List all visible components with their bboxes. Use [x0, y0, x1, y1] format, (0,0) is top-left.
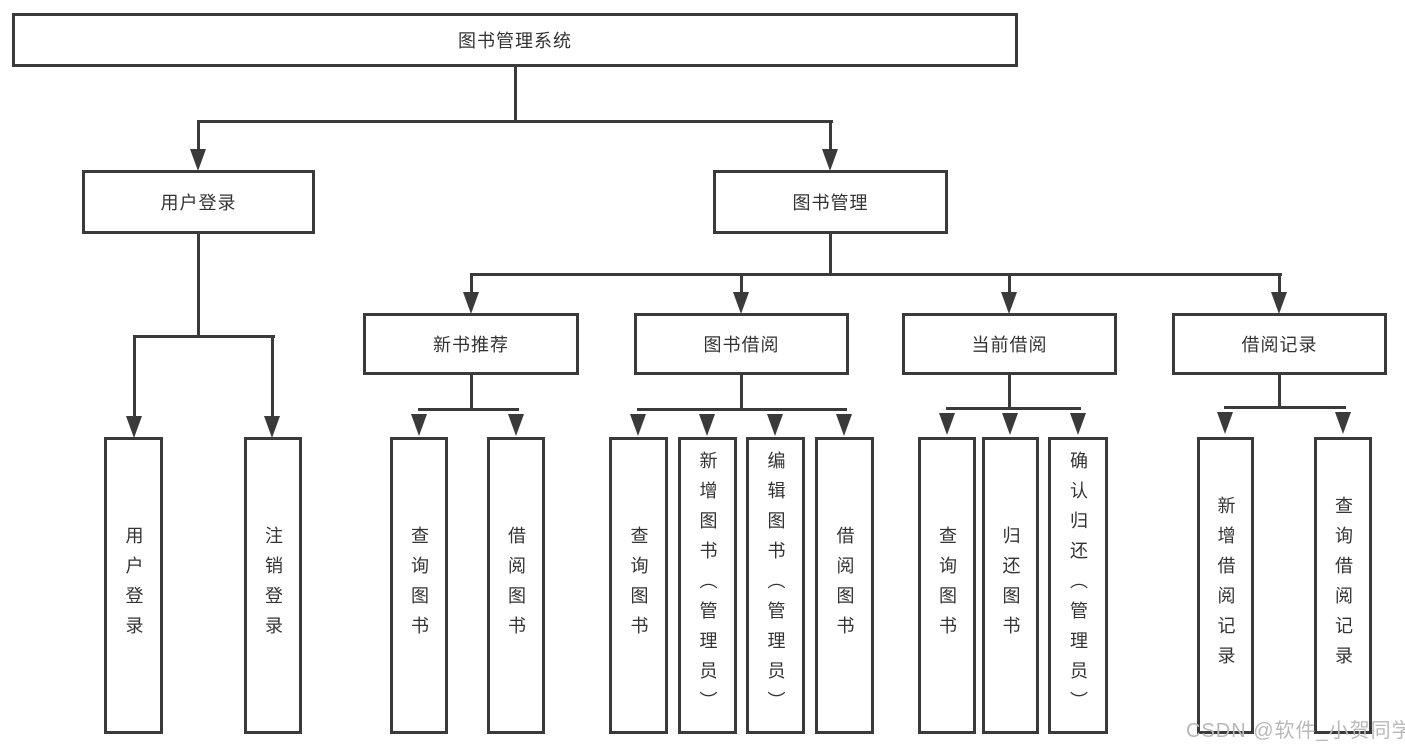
leaf-label: 查询借阅记录 — [1333, 495, 1353, 676]
arrowhead-icon — [1335, 412, 1351, 434]
csdn-watermark: CSDN @软件_小贺同学 — [1186, 720, 1405, 742]
edge-line — [1008, 273, 1011, 295]
edge-line — [1224, 406, 1346, 409]
edge-line — [470, 375, 473, 411]
node-new-book-recommend: 新书推荐 — [363, 313, 579, 375]
leaf-label: 新增借阅记录 — [1215, 495, 1236, 676]
leaf-edit-book-admin: 编辑图书（管理员） — [746, 437, 805, 734]
edge-line — [133, 335, 275, 338]
arrowhead-icon — [836, 414, 852, 436]
leaf-query-book-3: 查询图书 — [918, 437, 976, 734]
node-book-management: 图书管理 — [713, 170, 948, 234]
node-label: 借阅记录 — [1241, 335, 1318, 355]
edge-line — [1278, 375, 1281, 409]
edge-line — [470, 273, 1282, 276]
leaf-add-book-admin: 新增图书（管理员） — [678, 437, 737, 734]
edge-line — [271, 335, 274, 419]
edge-line — [829, 234, 832, 276]
edge-line — [740, 273, 743, 295]
arrowhead-icon — [264, 416, 280, 438]
arrowhead-icon — [1217, 412, 1233, 434]
arrowhead-icon — [1002, 413, 1018, 435]
arrowhead-icon — [733, 292, 749, 314]
leaf-label: 借阅图书 — [834, 525, 855, 646]
edge-line — [470, 273, 473, 295]
edge-line — [197, 120, 833, 123]
leaf-label: 借阅图书 — [506, 525, 526, 646]
edge-line — [946, 407, 1081, 410]
leaf-label: 归还图书 — [1000, 525, 1021, 646]
leaf-label: 查询图书 — [409, 525, 429, 646]
leaf-label: 确认归还（管理员） — [1068, 450, 1088, 721]
edge-line — [133, 335, 136, 419]
edge-line — [197, 234, 200, 338]
leaf-borrow-book-2: 借阅图书 — [815, 437, 874, 734]
arrowhead-icon — [822, 149, 838, 171]
arrowhead-icon — [1001, 292, 1017, 314]
leaf-label: 注销登录 — [263, 525, 283, 646]
arrowhead-icon — [767, 414, 783, 436]
arrowhead-icon — [1271, 292, 1287, 314]
arrowhead-icon — [699, 414, 715, 436]
leaf-borrow-book-1: 借阅图书 — [487, 437, 545, 734]
node-library-management-system: 图书管理系统 — [12, 13, 1018, 67]
edge-line — [740, 375, 743, 411]
leaf-user-login: 用户登录 — [104, 437, 163, 734]
arrowhead-icon — [190, 149, 206, 171]
edge-line — [1278, 273, 1281, 295]
leaf-query-book-2: 查询图书 — [609, 437, 668, 734]
leaf-label: 用户登录 — [123, 525, 144, 646]
leaf-label: 编辑图书（管理员） — [765, 450, 786, 721]
node-label: 图书管理 — [792, 193, 869, 213]
leaf-return-book: 归还图书 — [982, 437, 1039, 734]
arrowhead-icon — [463, 292, 479, 314]
edge-line — [418, 408, 519, 411]
edge-line — [1008, 375, 1011, 410]
arrowhead-icon — [630, 414, 646, 436]
node-current-borrow: 当前借阅 — [902, 313, 1117, 375]
edge-line — [197, 120, 200, 153]
node-user-login: 用户登录 — [82, 170, 315, 234]
leaf-label: 新增图书（管理员） — [697, 450, 718, 721]
arrowhead-icon — [939, 413, 955, 435]
leaf-logout: 注销登录 — [244, 437, 302, 734]
edge-line — [514, 67, 517, 123]
node-label: 图书管理系统 — [458, 31, 572, 51]
node-label: 新书推荐 — [433, 335, 509, 355]
leaf-label: 查询图书 — [937, 525, 957, 646]
arrowhead-icon — [411, 414, 427, 436]
arrowhead-icon — [1070, 413, 1086, 435]
node-label: 图书借阅 — [703, 335, 780, 355]
edge-line — [829, 120, 832, 153]
node-label: 用户登录 — [160, 193, 237, 213]
node-label: 当前借阅 — [971, 335, 1048, 355]
node-book-borrow: 图书借阅 — [634, 313, 849, 375]
leaf-query-book-1: 查询图书 — [390, 437, 448, 734]
leaf-add-borrow-record: 新增借阅记录 — [1197, 437, 1254, 734]
arrowhead-icon — [126, 416, 142, 438]
node-borrow-records: 借阅记录 — [1172, 313, 1387, 375]
leaf-query-borrow-record: 查询借阅记录 — [1314, 437, 1372, 734]
leaf-confirm-return-admin: 确认归还（管理员） — [1048, 437, 1108, 734]
edge-line — [637, 408, 847, 411]
arrowhead-icon — [508, 414, 524, 436]
leaf-label: 查询图书 — [628, 525, 649, 646]
